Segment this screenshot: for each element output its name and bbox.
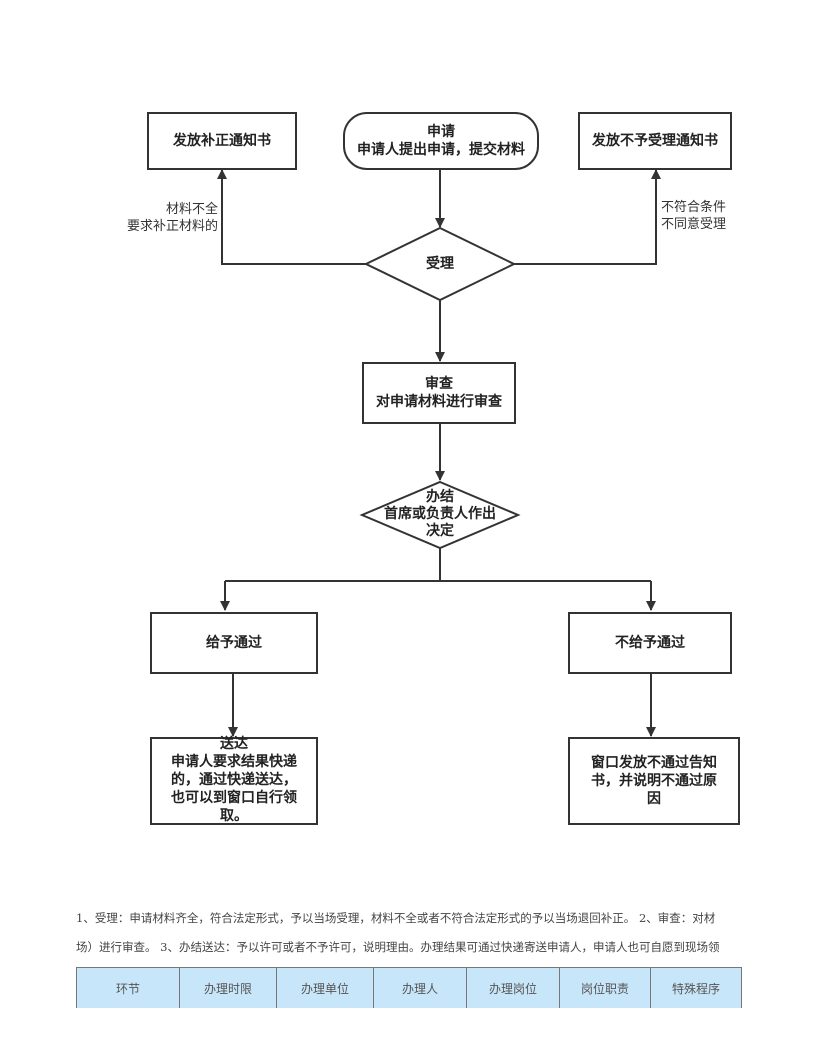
arrow-accept-to-correction [217, 169, 367, 265]
incomplete-materials-label: 材料不全 要求补正材料的 [126, 202, 218, 234]
apply-node: 申请 申请人提出申请，提交材料 [343, 112, 539, 170]
review-node: 审查 对申请材料进行审查 [362, 362, 516, 424]
review-title: 审查 [425, 376, 453, 392]
header-cell: 岗位职责 [559, 967, 651, 1009]
process-table: 环节 办理时限 办理单位 办理人 办理岗位 岗位职责 特殊程序 [76, 967, 742, 1041]
notes-line-1: 1、受理：申请材料齐全，符合法定形式，予以当场受理，材料不全或者不符合法定形式的… [76, 911, 716, 925]
approve-node: 给予通过 [150, 612, 318, 674]
header-cell: 办理单位 [276, 967, 374, 1009]
rejection-notice-node: 发放不予受理通知书 [578, 112, 732, 170]
apply-title: 申请 [427, 124, 455, 140]
correction-notice-label: 发放补正通知书 [173, 133, 271, 149]
flowchart-connectors [217, 169, 661, 737]
deny-label: 不给予通过 [615, 635, 685, 651]
process-notes: 1、受理：申请材料齐全，符合法定形式，予以当场受理，材料不全或者不符合法定形式的… [76, 910, 756, 968]
table-header-row: 环节 办理时限 办理单位 办理人 办理岗位 岗位职责 特殊程序 [76, 967, 742, 1009]
accept-diamond [363, 226, 517, 302]
header-cell: 办理人 [373, 967, 467, 1009]
accept-label: 受理 [426, 256, 454, 272]
review-desc: 对申请材料进行审查 [376, 394, 502, 410]
approve-label: 给予通过 [206, 635, 262, 651]
unqualified-label: 不符合条件 不同意受理 [661, 200, 727, 232]
decide-label: 办结 首席或负责人作出 决定 [384, 489, 496, 539]
deny-node: 不给予通过 [568, 612, 732, 674]
deliver-title: 送达 [220, 736, 248, 752]
header-cell: 环节 [76, 967, 180, 1009]
notes-line-2: 场）进行审查。 3、办结送达：予以许可或者不予许可，说明理由。办理结果可通过快递… [76, 940, 720, 954]
table-cutoff [76, 1008, 756, 1056]
arrow-accept-to-rejection [513, 169, 661, 265]
correction-notice-node: 发放补正通知书 [147, 112, 297, 170]
deliver-node: 送达 申请人要求结果快递 的，通过快递送达， 也可以到窗口自行领 取。 [150, 736, 318, 825]
apply-desc: 申请人提出申请，提交材料 [357, 142, 525, 158]
header-cell: 办理岗位 [466, 967, 560, 1009]
rejection-notice-label: 发放不予受理通知书 [592, 133, 718, 149]
header-cell: 办理时限 [179, 967, 277, 1009]
decide-diamond [359, 480, 521, 550]
header-cell: 特殊程序 [650, 967, 742, 1009]
deny-notice-node: 窗口发放不通过告知 书，并说明不通过原 因 [568, 737, 740, 825]
